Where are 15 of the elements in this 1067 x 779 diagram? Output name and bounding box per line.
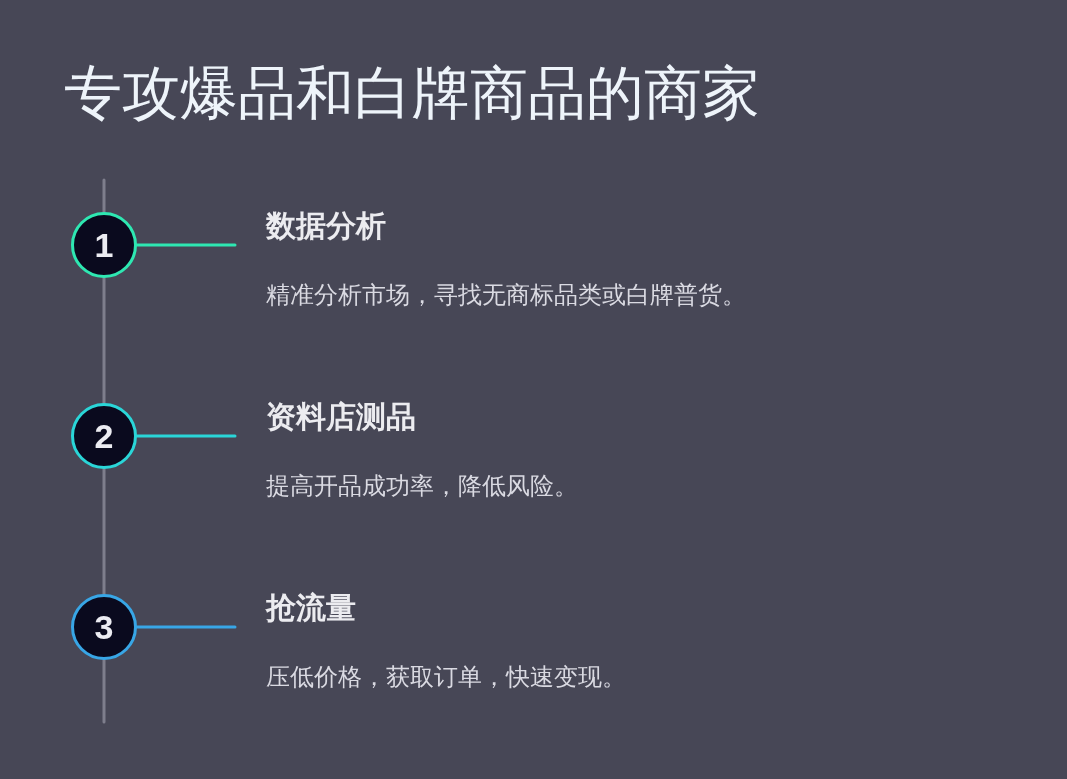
step-description: 压低价格，获取订单，快速变现。 [266, 663, 626, 692]
step-description: 精准分析市场，寻找无商标品类或白牌普货。 [266, 281, 746, 310]
step-number-circle: 1 [71, 212, 137, 278]
step-heading: 抢流量 [266, 590, 356, 626]
step-number-circle: 2 [71, 403, 137, 469]
step-number-circle: 3 [71, 594, 137, 660]
timeline-line [102, 467, 106, 596]
timeline-line [102, 276, 106, 405]
connector-line [135, 625, 237, 629]
step-description: 提高开品成功率，降低风险。 [266, 472, 578, 501]
step-heading: 数据分析 [266, 208, 386, 244]
step-heading: 资料店测品 [266, 399, 416, 435]
connector-line [135, 243, 237, 247]
title: 专攻爆品和白牌商品的商家 [64, 60, 760, 128]
connector-line [135, 434, 237, 438]
